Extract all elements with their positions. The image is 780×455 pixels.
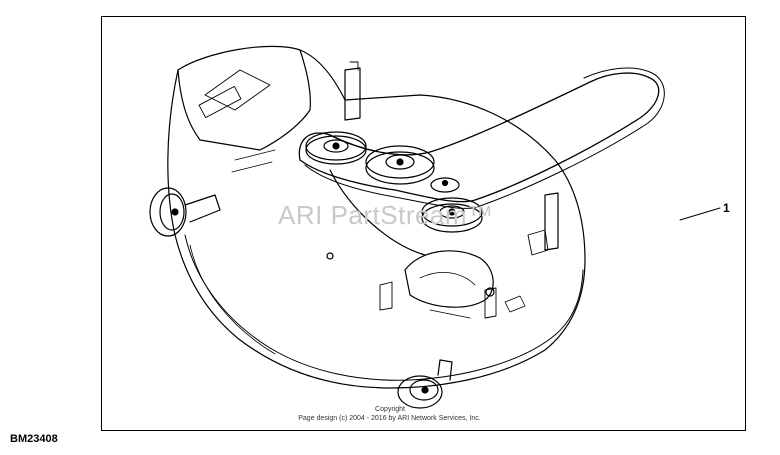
deck-shell — [167, 45, 586, 389]
left-hanger-bracket — [344, 67, 361, 121]
watermark: ARI PartStream™ — [278, 200, 494, 230]
copyright-line1: Copyright — [375, 406, 405, 413]
drive-belt — [298, 72, 660, 203]
callout-number: 1 — [723, 201, 730, 215]
idler-pulley — [430, 177, 460, 193]
diagram-id: BM23408 — [10, 433, 58, 445]
copyright-notice: Copyright Page design (c) 2004 - 2016 by… — [290, 405, 490, 423]
diagram-frame — [101, 16, 746, 431]
discharge-shield — [177, 49, 311, 151]
belt-guard — [404, 250, 494, 308]
right-spindle-pulley — [421, 197, 483, 233]
deck-skirt — [184, 234, 584, 381]
left-spindle-pulley — [305, 131, 367, 165]
callout-leader — [679, 207, 721, 221]
copyright-line2: Page design (c) 2004 - 2016 by ARI Netwo… — [298, 415, 481, 422]
left-gauge-wheel — [149, 187, 221, 237]
rear-gauge-wheel — [397, 359, 453, 409]
